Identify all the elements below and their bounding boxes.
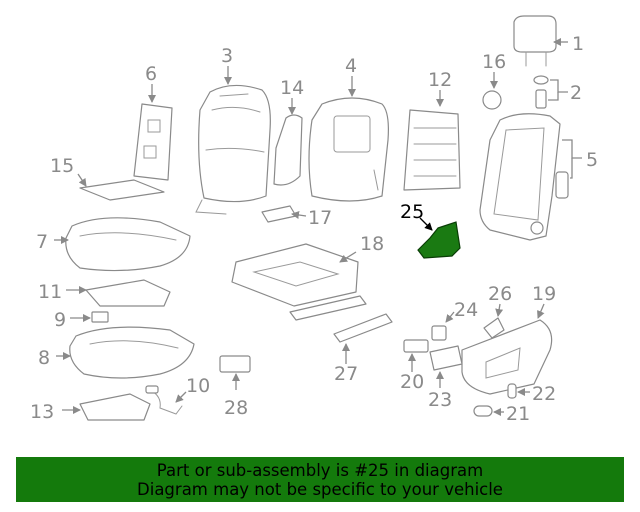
callout-24: 24 <box>454 299 478 321</box>
callout-5: 5 <box>586 149 598 171</box>
banner-line-1: Part or sub-assembly is #25 in diagram <box>156 460 484 480</box>
part-28-module[interactable] <box>219 355 251 373</box>
part-8-cushion-pad[interactable] <box>69 326 195 379</box>
part-4-seat-back-pad[interactable] <box>308 97 389 202</box>
part-20-switch[interactable] <box>403 339 429 353</box>
part-13-cushion-frame-panel[interactable] <box>79 393 151 421</box>
part-17-bracket[interactable] <box>261 205 297 223</box>
callout-7: 7 <box>36 231 48 253</box>
callout-28: 28 <box>224 397 248 419</box>
callout-1: 1 <box>572 33 584 55</box>
callout-2: 2 <box>570 82 582 104</box>
part-16-bracket[interactable] <box>482 90 502 110</box>
part-25-highlighted[interactable] <box>417 221 461 259</box>
part-14-side-panel[interactable] <box>273 114 303 186</box>
callout-27: 27 <box>334 363 358 385</box>
banner-line-2: Diagram may not be specific to your vehi… <box>137 479 503 499</box>
callout-8: 8 <box>38 347 50 369</box>
callout-25: 25 <box>400 201 424 223</box>
callout-3: 3 <box>221 45 233 67</box>
part-6-back-panel[interactable] <box>133 103 173 181</box>
part-24-cap[interactable] <box>431 325 447 341</box>
part-7-cushion-cover[interactable] <box>65 217 191 272</box>
part-27-rail-cover[interactable] <box>333 313 393 343</box>
part-1-headrest[interactable] <box>513 15 557 67</box>
callout-14: 14 <box>280 77 304 99</box>
part-18-seat-track[interactable] <box>231 243 367 321</box>
leader-lines <box>54 38 582 416</box>
part-10-harness[interactable] <box>145 385 183 415</box>
part-2-headrest-guide[interactable] <box>533 75 549 109</box>
callout-15: 15 <box>50 155 74 177</box>
callout-19: 19 <box>532 283 556 305</box>
callout-9: 9 <box>54 309 66 331</box>
part-3-seat-back-cover[interactable] <box>195 84 271 215</box>
callout-17: 17 <box>308 207 332 229</box>
part-9-pad[interactable] <box>91 311 109 323</box>
callout-23: 23 <box>428 389 452 411</box>
part-5-seat-back-frame[interactable] <box>479 113 569 241</box>
callout-11: 11 <box>38 281 62 303</box>
part-22-knob[interactable] <box>507 383 517 399</box>
callout-4: 4 <box>345 55 357 77</box>
part-26-bracket[interactable] <box>483 317 505 339</box>
callout-6: 6 <box>145 63 157 85</box>
callout-20: 20 <box>400 371 424 393</box>
part-15-mat[interactable] <box>79 179 165 201</box>
callout-10: 10 <box>186 375 210 397</box>
callout-21: 21 <box>506 403 530 425</box>
callout-labels: 1 2 3 4 5 6 7 8 9 10 11 12 13 14 15 16 1… <box>30 33 598 425</box>
callout-18: 18 <box>360 233 384 255</box>
part-23-bezel[interactable] <box>429 345 463 371</box>
part-11-heater-mat[interactable] <box>85 279 171 307</box>
info-banner: Part or sub-assembly is #25 in diagram D… <box>16 457 624 502</box>
callout-12: 12 <box>428 69 452 91</box>
callout-22: 22 <box>532 383 556 405</box>
callout-26: 26 <box>488 283 512 305</box>
part-21-knob[interactable] <box>473 405 493 417</box>
callout-16: 16 <box>482 51 506 73</box>
part-19-side-shield[interactable] <box>461 319 553 395</box>
callout-13: 13 <box>30 401 54 423</box>
part-12-lumbar-support[interactable] <box>403 109 461 191</box>
